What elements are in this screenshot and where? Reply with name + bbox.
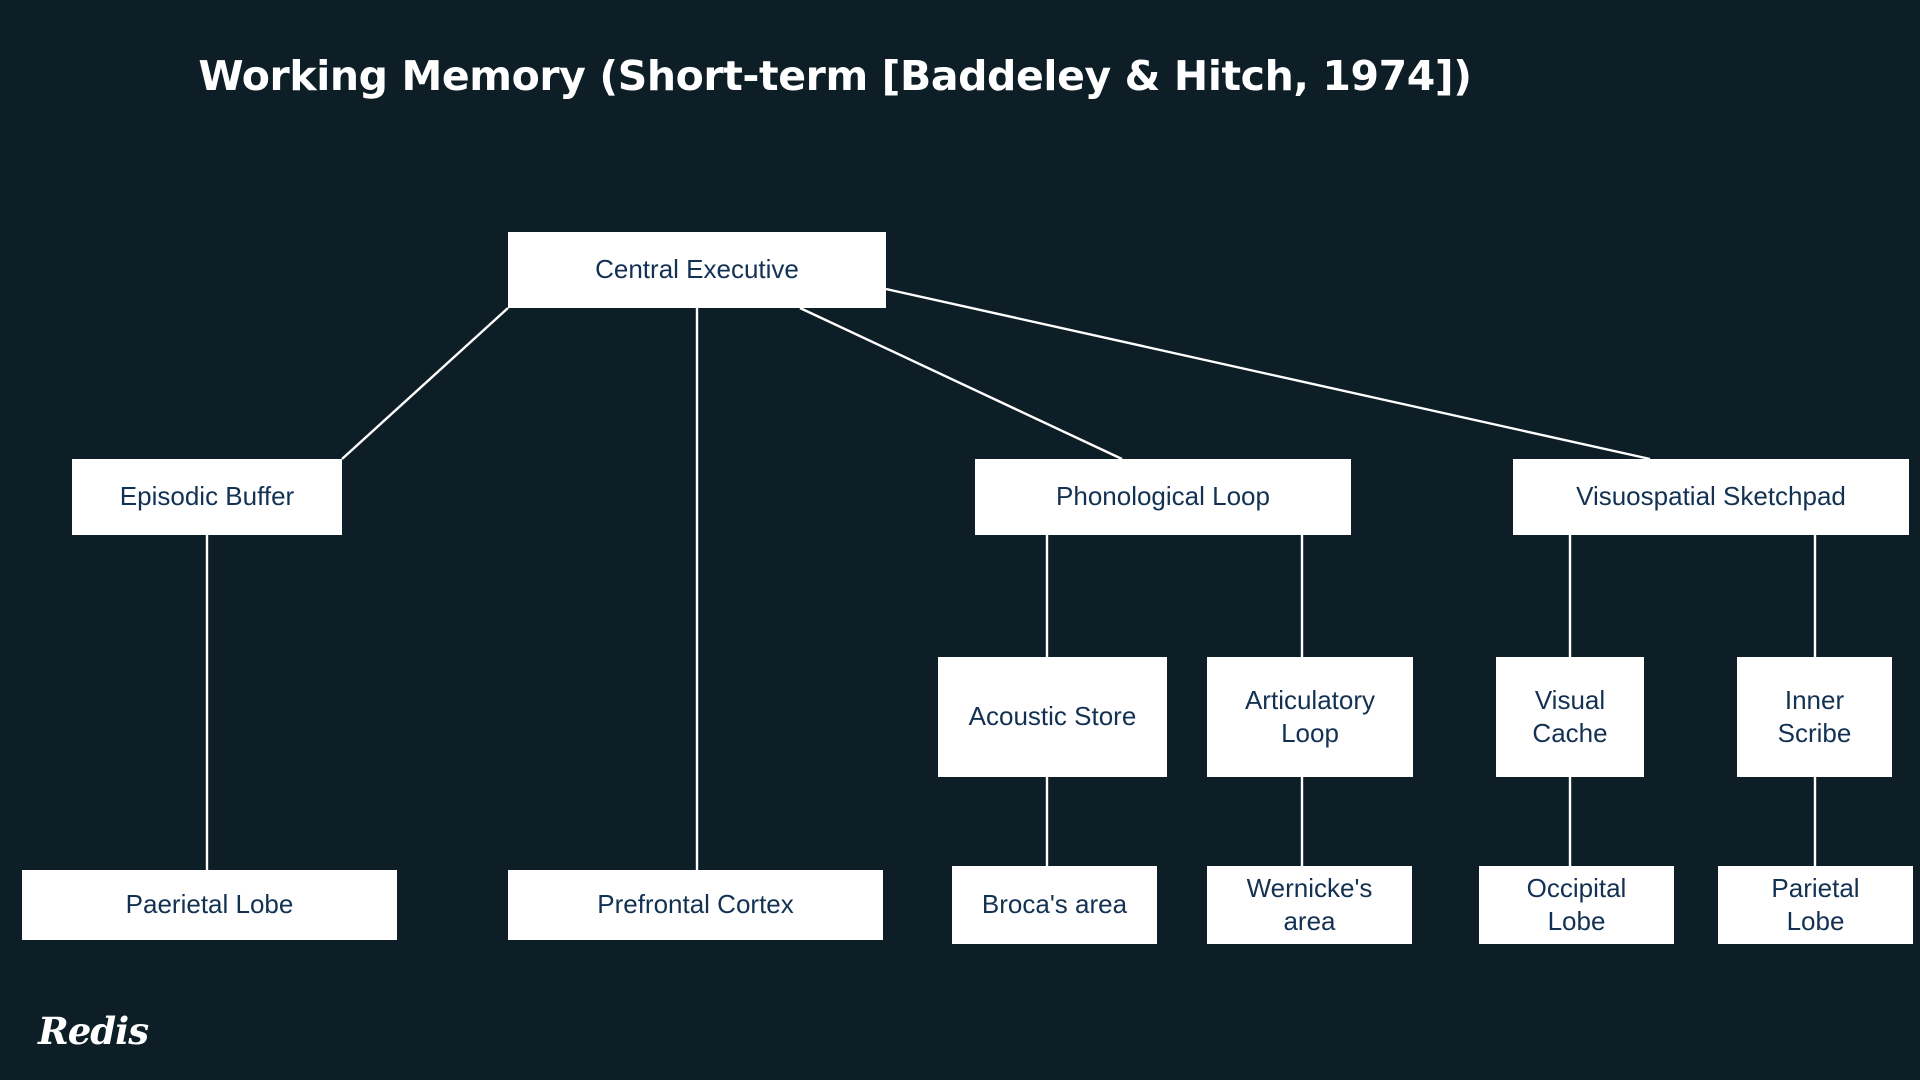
node-label-line: Wernicke's <box>1246 872 1373 903</box>
node-paerietal-lobe[interactable]: Paerietal Lobe <box>22 870 397 940</box>
node-label-line: Prefrontal Cortex <box>597 889 794 920</box>
node-label: Acoustic Store <box>969 700 1137 733</box>
edge-central-executive-to-visuospatial-sketchpad <box>885 287 1651 461</box>
node-label-line: Acoustic Store <box>968 701 1137 732</box>
node-episodic-buffer[interactable]: Episodic Buffer <box>72 459 342 535</box>
node-phonological-loop[interactable]: Phonological Loop <box>975 459 1351 535</box>
edge-central-executive-to-episodic-buffer <box>341 307 509 460</box>
node-label-line: Lobe <box>1786 906 1845 936</box>
node-label-line: Paerietal Lobe <box>125 889 294 920</box>
node-prefrontal-cortex[interactable]: Prefrontal Cortex <box>508 870 883 940</box>
node-label-line: Episodic Buffer <box>119 481 295 512</box>
node-label-line: Inner <box>1784 684 1845 715</box>
node-central-executive[interactable]: Central Executive <box>508 232 886 308</box>
node-label-line: area <box>1283 906 1336 936</box>
redis-logo: Redis <box>38 1007 168 1055</box>
node-label-line: Visual <box>1534 684 1606 715</box>
node-label: Prefrontal Cortex <box>597 888 794 921</box>
node-label: Visuospatial Sketchpad <box>1576 480 1846 513</box>
node-label-line: Occipital <box>1526 872 1627 903</box>
node-label-line: Broca's area <box>981 889 1128 920</box>
node-brocas-area[interactable]: Broca's area <box>952 866 1157 944</box>
node-label: Phonological Loop <box>1056 480 1270 513</box>
node-label-line: Central Executive <box>595 254 799 285</box>
node-label-line: Scribe <box>1777 718 1852 748</box>
node-label: Paerietal Lobe <box>126 888 294 921</box>
node-label-line: Cache <box>1532 718 1608 748</box>
node-label-line: Articulatory <box>1244 684 1376 715</box>
node-label-line: Visuospatial Sketchpad <box>1576 481 1846 512</box>
node-acoustic-store[interactable]: Acoustic Store <box>938 657 1167 777</box>
node-visuospatial-sketchpad[interactable]: Visuospatial Sketchpad <box>1513 459 1909 535</box>
node-label: Central Executive <box>595 253 799 286</box>
node-label-line: Parietal <box>1771 872 1860 903</box>
edge-central-executive-to-phonological-loop <box>799 306 1123 461</box>
node-label-line: Phonological Loop <box>1056 481 1270 512</box>
redis-wordmark: Redis <box>38 1009 149 1053</box>
node-label: Broca's area <box>982 888 1127 921</box>
page-title: Working Memory (Short-term [Baddeley & H… <box>198 52 1472 100</box>
node-label-line: Lobe <box>1547 906 1606 936</box>
node-label-line: Loop <box>1281 718 1339 748</box>
node-label: Episodic Buffer <box>120 480 294 513</box>
